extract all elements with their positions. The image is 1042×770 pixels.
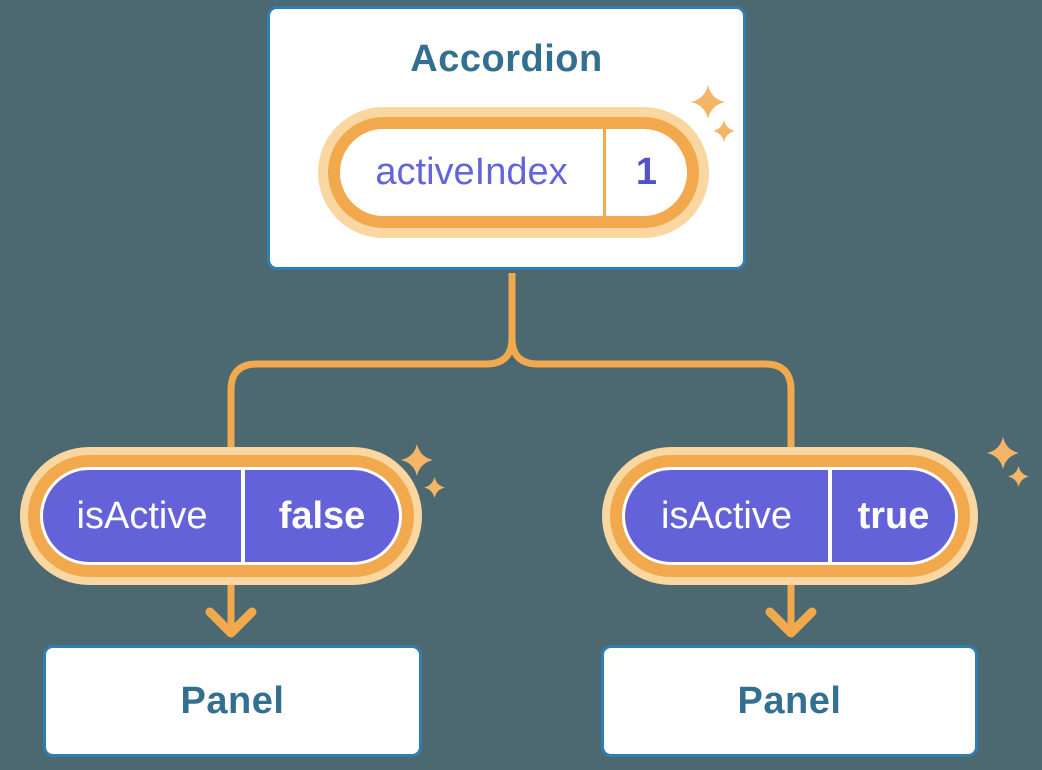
arrow-down-icon xyxy=(765,607,817,638)
state-pill-value: 1 xyxy=(603,129,687,216)
sparkle-icon xyxy=(691,85,725,119)
panel-component-box-left: Panel xyxy=(43,645,422,757)
connector-left-branch xyxy=(227,273,516,626)
accordion-title: Accordion xyxy=(410,38,603,80)
prop-pill-value: false xyxy=(241,470,399,562)
sparkle-icon xyxy=(424,477,445,498)
sparkle-icon xyxy=(713,120,735,142)
connector-right-branch xyxy=(508,273,795,626)
prop-pill-isactive-false: isActive false xyxy=(40,467,402,565)
panel-component-box-right: Panel xyxy=(601,645,978,757)
state-pill-label: activeIndex xyxy=(375,151,568,193)
sparkle-icon xyxy=(401,444,433,476)
sparkle-icon xyxy=(987,437,1019,469)
prop-pill-label: isActive xyxy=(661,494,792,537)
prop-pill-label: isActive xyxy=(76,494,208,537)
accordion-component-box: Accordion activeIndex 1 xyxy=(267,6,746,270)
prop-pill-value: true xyxy=(828,470,955,562)
panel-title: Panel xyxy=(737,679,842,722)
arrow-down-icon xyxy=(205,607,257,638)
prop-pill-isactive-true: isActive true xyxy=(622,467,958,565)
sparkle-icon xyxy=(1008,466,1029,487)
panel-title: Panel xyxy=(180,679,285,722)
state-pill-activeindex: activeIndex 1 xyxy=(328,117,699,228)
